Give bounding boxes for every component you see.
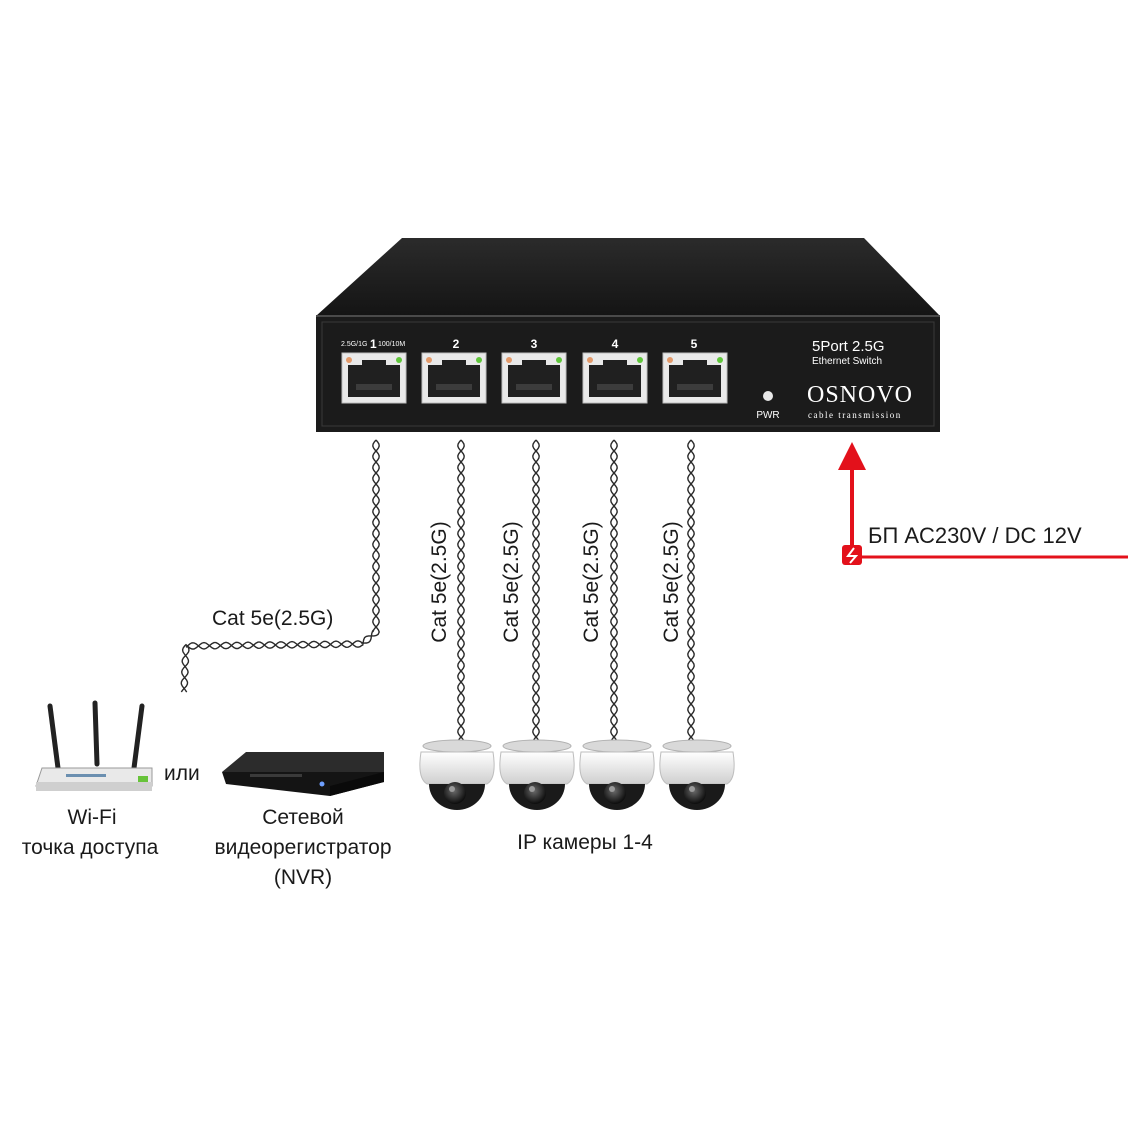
pwr-label: PWR <box>756 410 780 421</box>
ip-camera-1-icon <box>419 739 495 810</box>
rj45-port-2 <box>421 352 487 404</box>
ip-camera-2-icon <box>499 739 575 810</box>
camera-1-cable <box>457 439 465 741</box>
brand-tagline: cable transmission <box>808 410 902 420</box>
power-bolt-glyph <box>846 547 859 564</box>
cam1-cable-label: Cat 5e(2.5G) <box>428 521 451 643</box>
cam4-cable-label: Cat 5e(2.5G) <box>660 521 683 643</box>
port-group <box>341 352 728 404</box>
rj45-port-5 <box>662 352 728 404</box>
camera-2-cable <box>532 439 540 741</box>
pwr-led <box>763 391 773 401</box>
port1-speed-left: 2.5G/1G <box>341 341 368 348</box>
rj45-port-4 <box>582 352 648 404</box>
port-5-label: 5 <box>690 337 698 351</box>
switch-model-label: 5Port 2.5G <box>812 338 885 355</box>
camera-group <box>419 739 735 810</box>
port1-number: 1 <box>370 337 377 351</box>
uplink-cable-label: Cat 5e(2.5G) <box>212 607 334 630</box>
port-4-label: 4 <box>611 337 619 351</box>
cam2-cable-label: Cat 5e(2.5G) <box>500 521 523 643</box>
ip-camera-4-icon <box>659 739 735 810</box>
rj45-port-1 <box>341 352 407 404</box>
camera-4-cable <box>687 439 695 741</box>
nvr-label-line2: видеорегистратор <box>214 836 392 859</box>
nvr-label-line3: (NVR) <box>273 866 333 889</box>
switch-type-label: Ethernet Switch <box>812 356 883 367</box>
power-supply-label: БП AC230V / DC 12V <box>868 523 1082 548</box>
cam3-cable-label: Cat 5e(2.5G) <box>580 521 603 643</box>
switch-top-panel <box>316 238 940 316</box>
power-connection <box>838 442 1128 565</box>
brand-logo: OSNOVO <box>807 382 914 408</box>
cable-group <box>180 439 695 741</box>
port1-speed-right: 100/10M <box>378 341 406 348</box>
uplink-cable <box>180 439 380 693</box>
cameras-label: IP камеры 1-4 <box>517 831 653 854</box>
ip-camera-3-icon <box>579 739 655 810</box>
nvr-label-line1: Сетевой <box>262 806 344 829</box>
power-arrow-head <box>838 442 866 470</box>
port-2-label: 2 <box>452 337 460 351</box>
wifi-label-line1: Wi-Fi <box>67 806 117 829</box>
or-label: или <box>164 762 200 785</box>
rj45-port-3 <box>501 352 567 404</box>
port-3-label: 3 <box>530 337 538 351</box>
wifi-label-line2: точка доступа <box>21 836 159 859</box>
nvr-icon <box>222 752 384 796</box>
wifi-router-icon <box>35 700 153 791</box>
camera-3-cable <box>610 439 618 741</box>
switch-front-bezel <box>321 321 935 427</box>
